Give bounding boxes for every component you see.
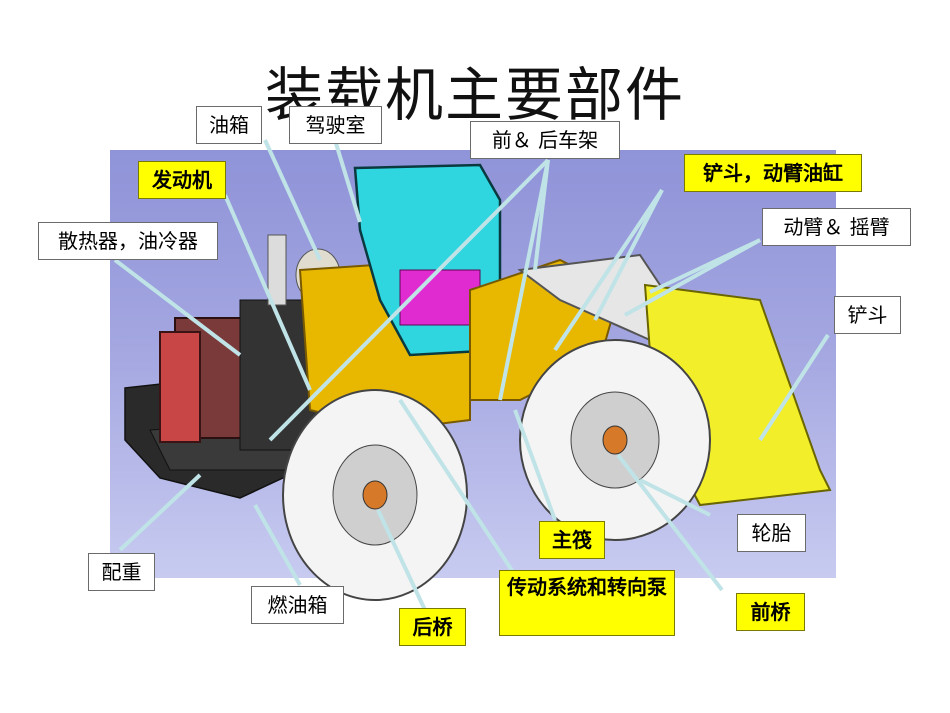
label-bucket: 铲斗 (834, 296, 901, 334)
label-tire: 轮胎 (737, 514, 806, 552)
label-main-valve: 主筏 (539, 521, 605, 559)
label-front-axle: 前桥 (736, 593, 805, 631)
oil-cooler-shape (159, 331, 201, 443)
label-drivetrain-steering-pump: 传动系统和转向泵 (499, 570, 675, 636)
label-rear-axle: 后桥 (399, 608, 466, 646)
label-engine: 发动机 (138, 161, 226, 199)
label-cab: 驾驶室 (289, 106, 382, 144)
label-counterweight: 配重 (88, 553, 155, 591)
label-bucket-boom-cylinder: 铲斗，动臂油缸 (684, 154, 862, 192)
leader-lines (113, 139, 830, 611)
label-boom-rocker: 动臂＆ 摇臂 (762, 208, 911, 246)
front-wheel (519, 339, 711, 541)
label-fuel-tank: 燃油箱 (251, 586, 344, 624)
exhaust-pipe-shape (267, 234, 287, 306)
label-radiator-oil-cooler: 散热器，油冷器 (38, 222, 218, 260)
rear-wheel (282, 389, 468, 601)
label-oil-tank: 油箱 (196, 106, 262, 144)
label-frames: 前＆ 后车架 (470, 121, 620, 159)
